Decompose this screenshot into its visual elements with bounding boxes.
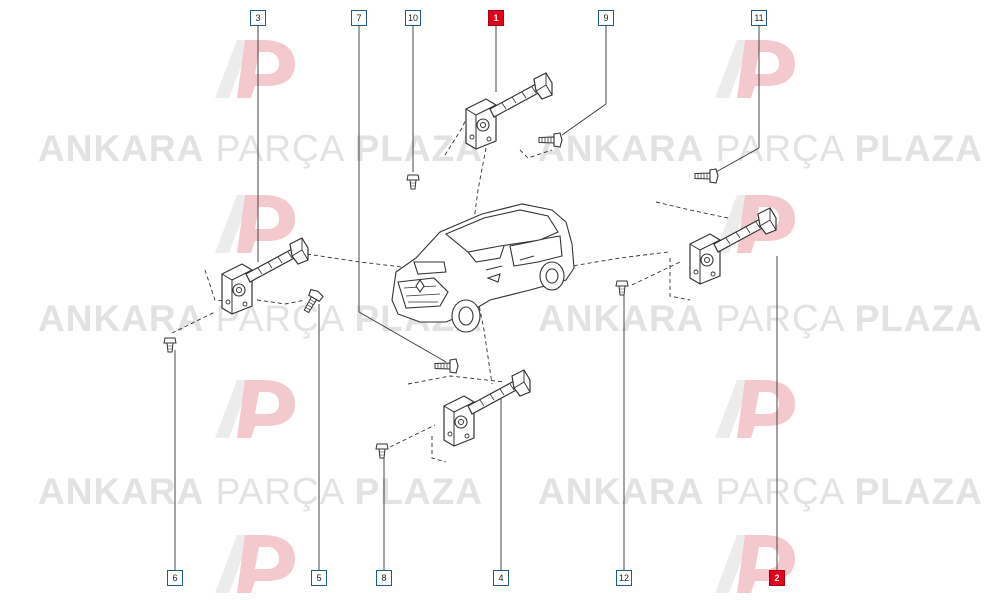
callout-12[interactable]: 12 [616, 570, 632, 586]
callout-2-highlighted[interactable]: 2 [769, 570, 785, 586]
callout-10[interactable]: 10 [405, 10, 421, 26]
bolt-part-11 [694, 168, 719, 184]
screw-part-8 [375, 443, 389, 459]
door-check-strap-part-4 [443, 369, 531, 447]
watermark-text: ANKARA PARÇA PLAZA [38, 471, 483, 512]
bolt-part-5 [299, 287, 325, 316]
car-illustration [391, 203, 575, 333]
screw-part-6 [163, 337, 177, 353]
callout-3[interactable]: 3 [250, 10, 266, 26]
watermark-text: ANKARA PARÇA PLAZA [538, 471, 983, 512]
leader-lines [174, 26, 778, 570]
bolt-part-9 [538, 132, 563, 148]
callout-1-highlighted[interactable]: 1 [488, 10, 504, 26]
screw-part-10 [406, 174, 420, 190]
callout-11[interactable]: 11 [751, 10, 767, 26]
bolt-part-7 [434, 358, 459, 374]
door-check-strap-part-3 [221, 237, 309, 315]
callout-8[interactable]: 8 [376, 570, 392, 586]
callout-7[interactable]: 7 [351, 10, 367, 26]
watermark-text: ANKARA PARÇA PLAZA [538, 298, 983, 339]
watermark-text: ANKARA PARÇA PLAZA [38, 128, 483, 169]
screw-part-12 [615, 280, 629, 296]
callout-9[interactable]: 9 [598, 10, 614, 26]
callout-6[interactable]: 6 [167, 570, 183, 586]
callout-5[interactable]: 5 [311, 570, 327, 586]
door-check-strap-part-2 [689, 207, 777, 285]
callout-4[interactable]: 4 [493, 570, 509, 586]
